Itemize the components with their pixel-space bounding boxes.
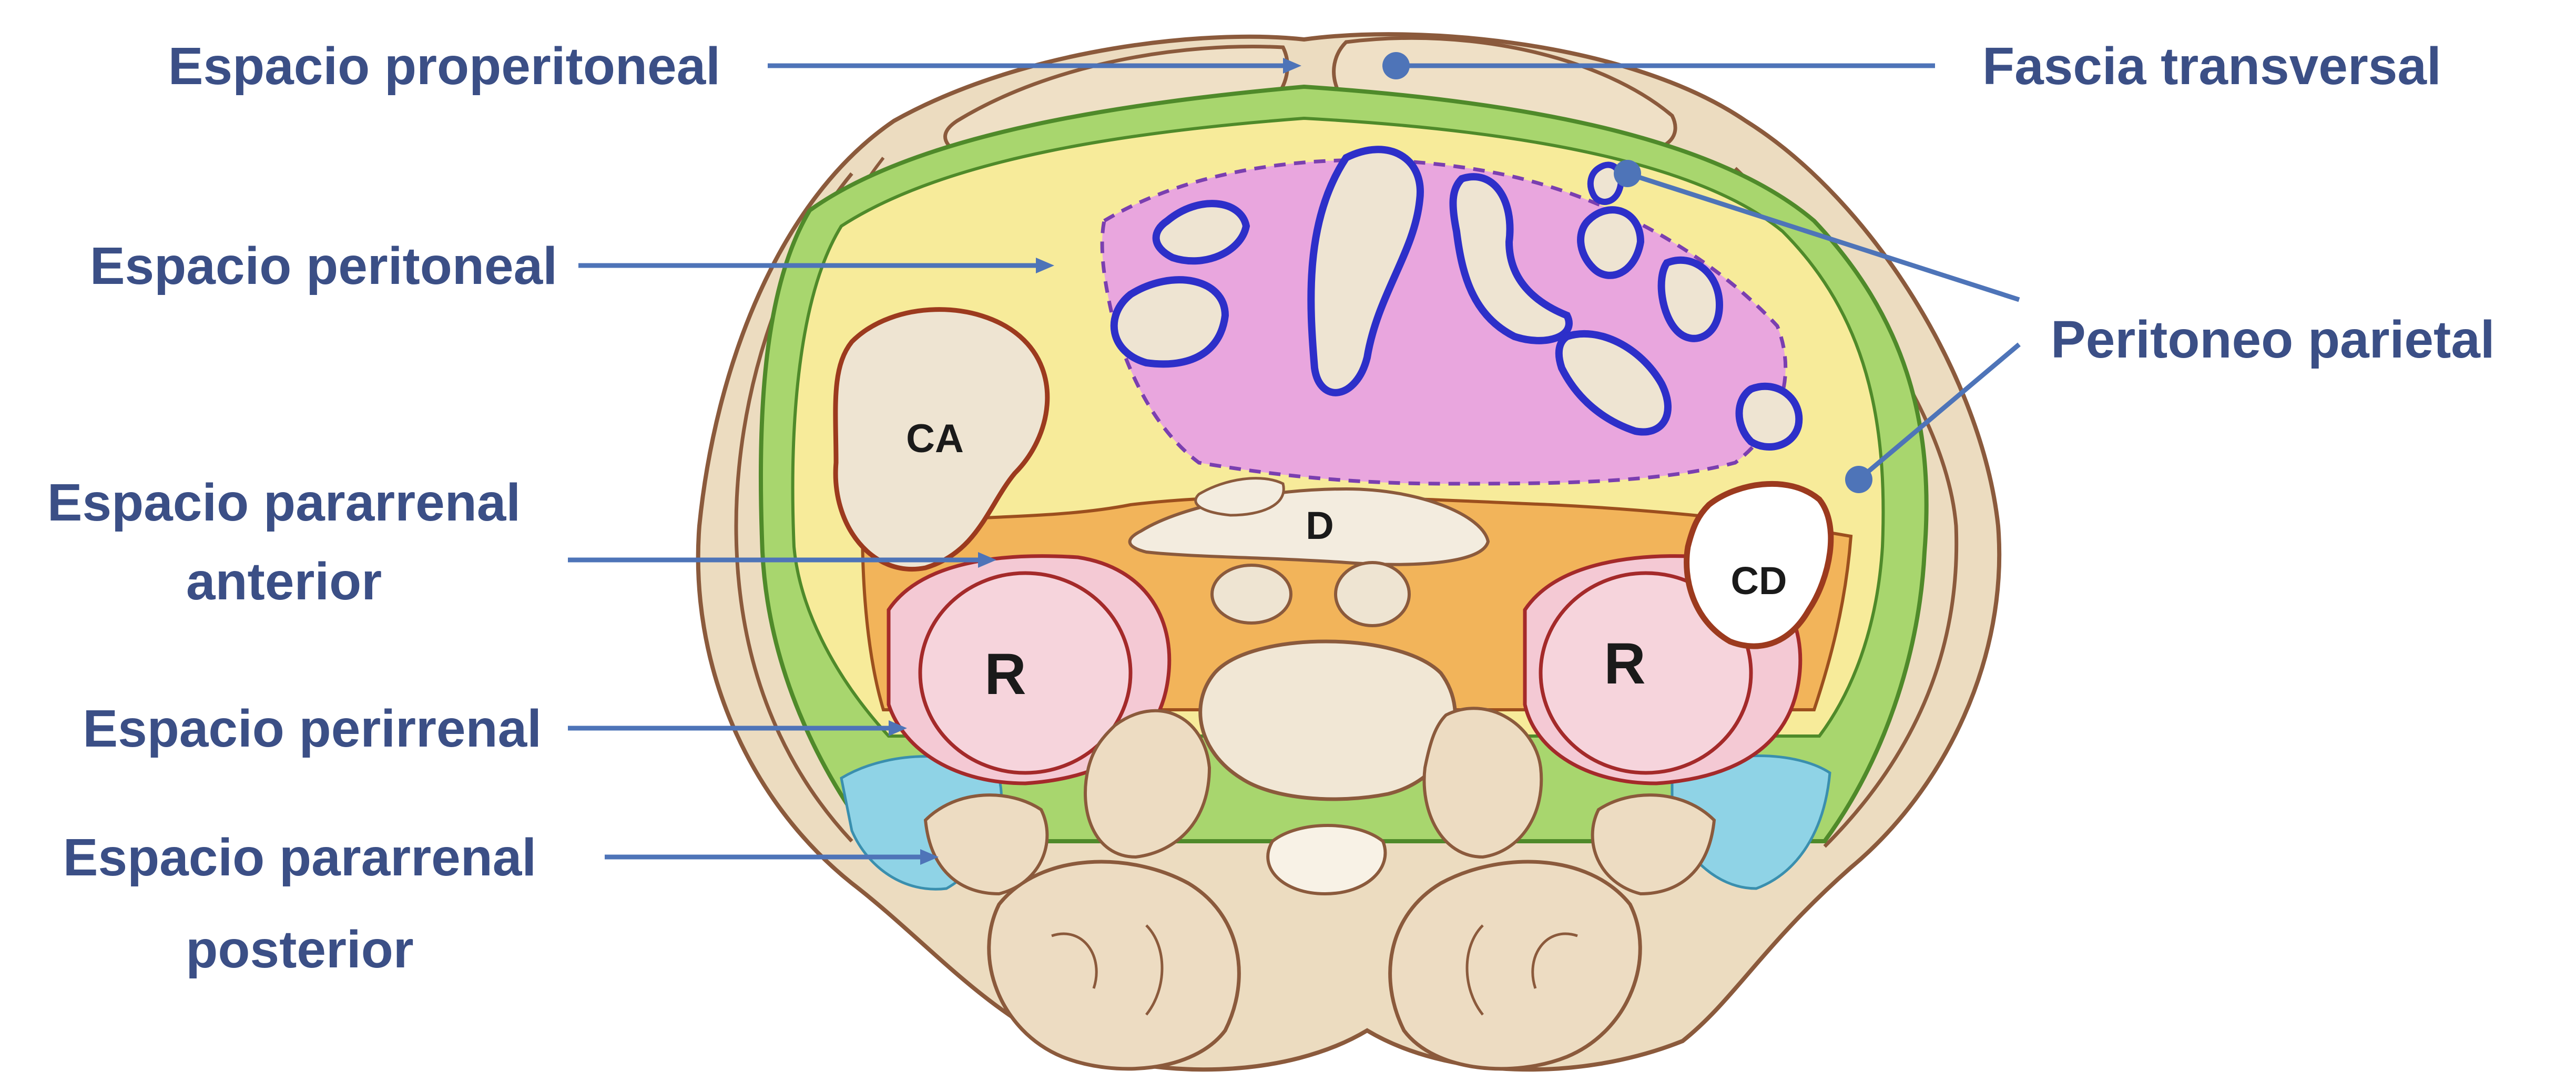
label-espacio-peritoneal: Espacio peritoneal — [90, 237, 557, 295]
label-espacio-pararrenal-posterior-line1: Espacio pararrenal — [63, 828, 536, 887]
organ-label-cd: CD — [1731, 559, 1787, 603]
aorta — [1336, 563, 1409, 626]
label-fascia-transversal: Fascia transversal — [1982, 37, 2441, 96]
organ-label-r-left: R — [984, 642, 1026, 707]
abdomen-cross-section — [698, 34, 1999, 1069]
label-espacio-pararrenal-anterior-line2: anterior — [186, 552, 382, 611]
paraspinal-muscle-left — [989, 862, 1239, 1069]
vertebral-body — [1200, 641, 1455, 799]
vena-cava — [1212, 565, 1291, 623]
label-peritoneo-parietal: Peritoneo parietal — [2051, 310, 2495, 369]
spinal-canal — [1268, 825, 1385, 894]
psoas-right — [1424, 708, 1541, 857]
organ-label-ca: CA — [906, 416, 964, 461]
organ-label-r-right: R — [1604, 631, 1645, 696]
organ-label-d: D — [1306, 504, 1333, 547]
label-espacio-pararrenal-posterior-line2: posterior — [186, 920, 413, 979]
label-espacio-perirrenal: Espacio perirrenal — [83, 699, 542, 758]
label-espacio-properitoneal: Espacio properitoneal — [168, 37, 720, 96]
label-espacio-pararrenal-anterior-line1: Espacio pararrenal — [47, 473, 521, 532]
